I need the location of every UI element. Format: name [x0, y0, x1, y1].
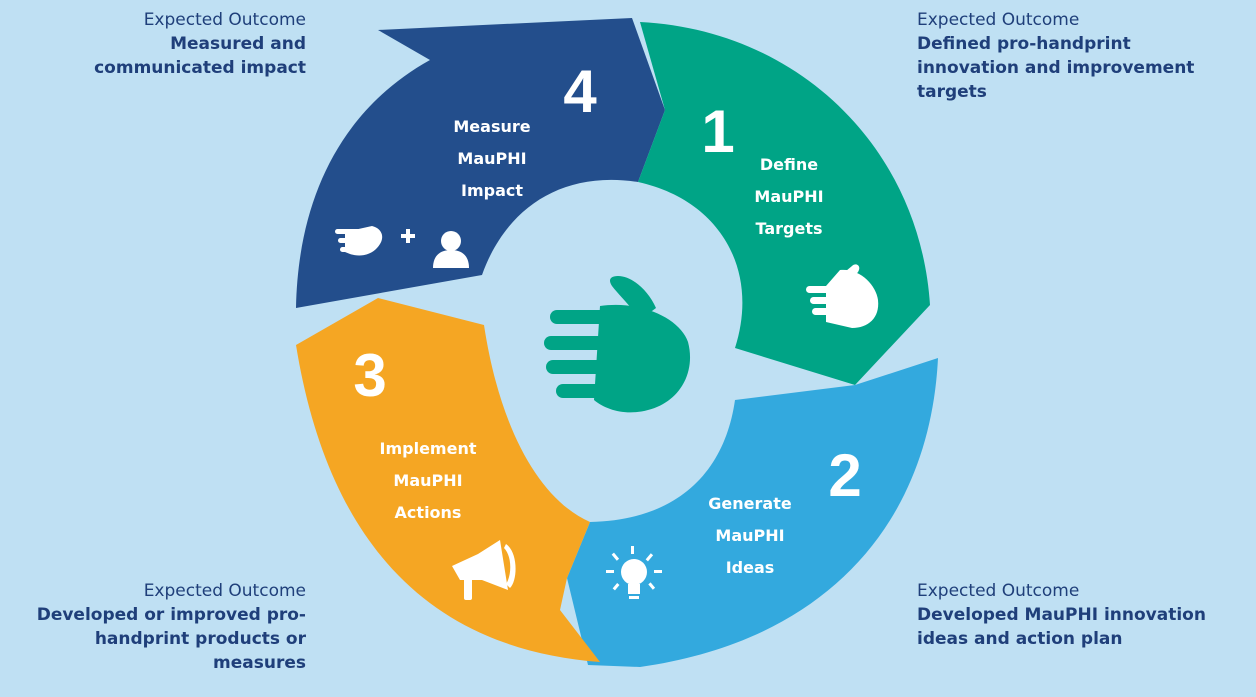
- step-2-segment: [567, 358, 938, 667]
- step-3-label-line3: Actions: [395, 503, 462, 522]
- step-2-label-line1: Generate: [708, 494, 792, 513]
- outcome-text: Developed or improved pro-handprint prod…: [36, 605, 306, 673]
- step-1-number: 1: [701, 98, 734, 165]
- step-3-segment: [296, 298, 600, 662]
- step-3-label-line2: MauPHI: [393, 471, 462, 490]
- outcome-label: Expected Outcome: [143, 581, 306, 601]
- outcome-text: Defined pro-handprint innovation and imp…: [917, 34, 1195, 102]
- outcome-label: Expected Outcome: [917, 10, 1080, 30]
- person-icon: [433, 231, 469, 268]
- step-1-label-line2: MauPHI: [754, 187, 823, 206]
- hand-icon: [806, 264, 879, 328]
- step-2-number: 2: [828, 442, 861, 509]
- outcome-text: Developed MauPHI innovation ideas and ac…: [917, 605, 1206, 649]
- step-4-label-line2: MauPHI: [457, 149, 526, 168]
- step-2-label-line2: MauPHI: [715, 526, 784, 545]
- step-4-number: 4: [563, 58, 597, 125]
- step-4-segment: [296, 18, 665, 308]
- step-1-label-line3: Targets: [755, 219, 822, 238]
- step-3-label-line1: Implement: [380, 439, 477, 458]
- hand-icon: [335, 226, 383, 256]
- outcome-label: Expected Outcome: [143, 10, 306, 30]
- plus-icon: [401, 229, 415, 243]
- outcome-text: Measured and communicated impact: [94, 34, 306, 78]
- step-4-label-line3: Impact: [461, 181, 523, 200]
- outcome-label: Expected Outcome: [917, 581, 1080, 601]
- step-1-label-line1: Define: [760, 155, 818, 174]
- center-hand-icon: [544, 276, 691, 413]
- outcome-top-left: Expected Outcome Measured and communicat…: [0, 8, 306, 80]
- megaphone-icon: [452, 540, 516, 600]
- step-3-number: 3: [353, 342, 386, 409]
- outcome-bottom-left: Expected Outcome Developed or improved p…: [0, 579, 306, 675]
- outcome-bottom-right: Expected Outcome Developed MauPHI innova…: [917, 579, 1247, 651]
- step-2-label-line3: Ideas: [726, 558, 775, 577]
- outcome-top-right: Expected Outcome Defined pro-handprint i…: [917, 8, 1247, 104]
- step-4-label-line1: Measure: [453, 117, 530, 136]
- lightbulb-icon: [606, 546, 662, 599]
